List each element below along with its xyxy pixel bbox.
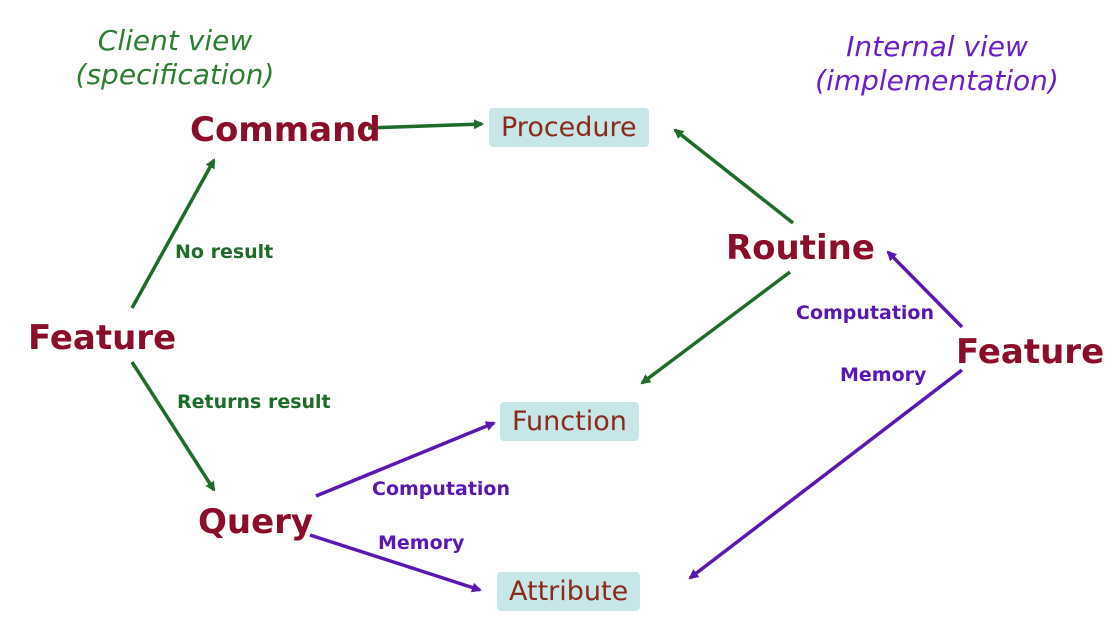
arrow-routine-to-function <box>640 270 792 385</box>
node-feature-client: Feature <box>28 318 177 358</box>
label-query-memory: Memory <box>378 532 465 554</box>
client-view-heading: Client view (specification) <box>55 24 295 92</box>
client-view-subtitle: (specification) <box>75 58 275 91</box>
arrow-routine-to-procedure <box>673 128 795 225</box>
label-query-computation: Computation <box>372 478 511 500</box>
node-routine: Routine <box>726 228 875 268</box>
label-no-result: No result <box>175 241 274 263</box>
arrow-command-to-procedure <box>367 119 484 130</box>
node-function: Function <box>500 402 639 441</box>
arrow-feature-to-attribute <box>688 368 964 580</box>
node-query: Query <box>198 502 314 542</box>
node-procedure: Procedure <box>489 108 649 147</box>
node-feature-internal: Feature <box>956 332 1105 372</box>
node-attribute: Attribute <box>497 572 641 611</box>
label-feature-memory: Memory <box>840 364 927 386</box>
arrow-query-to-attribute <box>309 533 482 593</box>
arrow-feature-to-command <box>130 158 216 309</box>
node-command: Command <box>190 110 381 150</box>
arrow-feature-to-routine <box>886 250 964 329</box>
arrow-feature-to-query <box>130 361 216 492</box>
label-returns-result: Returns result <box>177 391 331 413</box>
label-feature-computation: Computation <box>796 302 935 324</box>
client-view-title: Client view <box>97 24 253 57</box>
internal-view-subtitle: (implementation) <box>815 64 1059 97</box>
internal-view-heading: Internal view (implementation) <box>812 30 1062 98</box>
arrow-query-to-function <box>315 421 496 498</box>
internal-view-title: Internal view <box>846 30 1028 63</box>
